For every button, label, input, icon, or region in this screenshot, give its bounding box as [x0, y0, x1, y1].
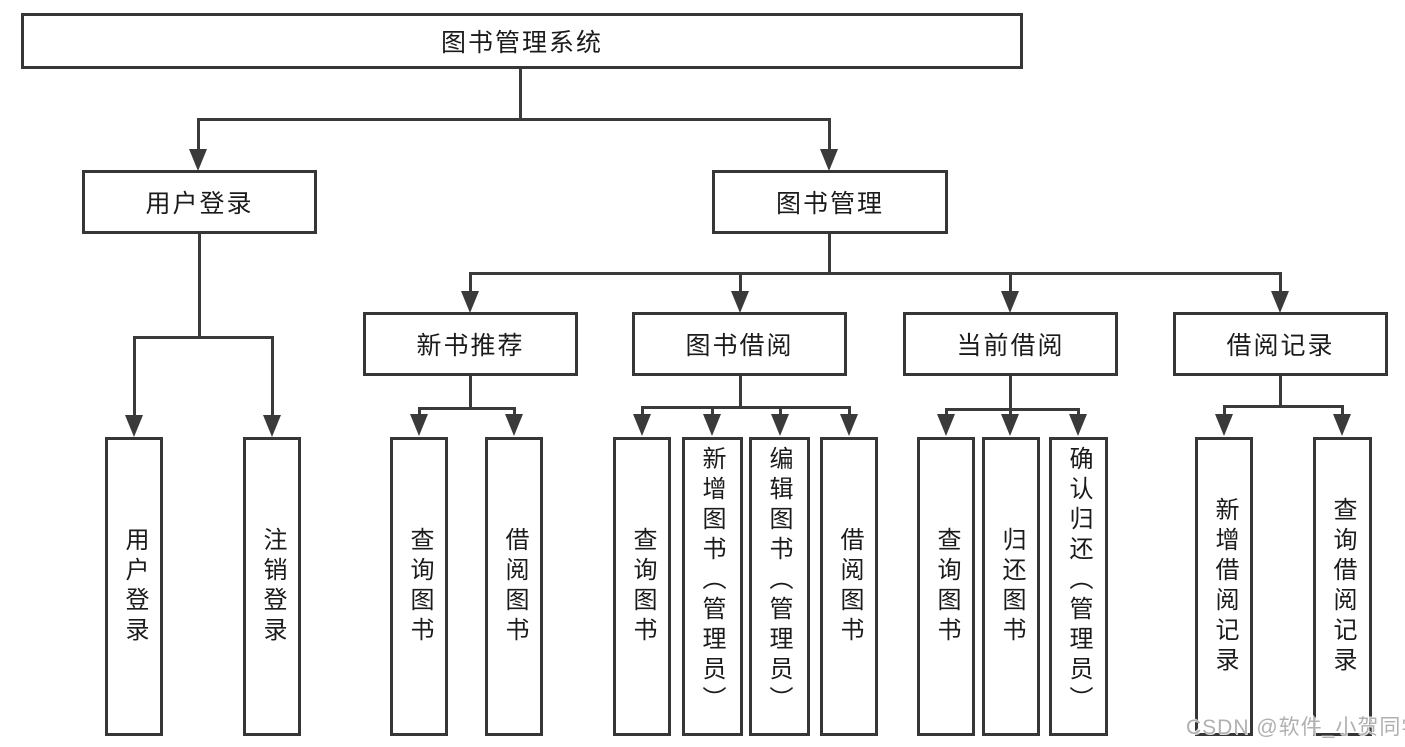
- edge-segment: [1077, 408, 1080, 417]
- edge-segment: [198, 234, 201, 336]
- edge-segment: [1009, 272, 1012, 292]
- arrowhead-down-icon: [505, 414, 523, 436]
- leaf-borrowing-query-books: 查询图书: [613, 437, 671, 736]
- node-root: 图书管理系统: [21, 13, 1023, 69]
- leaf-recommend-query-books: 查询图书: [390, 437, 448, 736]
- watermark: CSDN @软件_小贺同学: [1186, 716, 1405, 739]
- leaf-current-confirm-return-admin: 确认归还（管理员）: [1049, 437, 1108, 736]
- arrowhead-down-icon: [410, 414, 428, 436]
- edge-segment: [739, 376, 742, 406]
- edge-segment: [848, 406, 851, 417]
- edge-segment: [271, 336, 274, 416]
- edge-segment: [133, 336, 136, 416]
- arrowhead-down-icon: [189, 149, 207, 171]
- edge-segment: [469, 272, 1282, 275]
- leaf-borrowing-borrow-books: 借阅图书: [820, 437, 878, 736]
- edge-segment: [828, 118, 831, 150]
- leaf-current-query-books: 查询图书: [917, 437, 975, 736]
- edge-segment: [418, 407, 421, 417]
- edge-segment: [1341, 405, 1344, 417]
- edge-segment: [469, 376, 472, 407]
- node-current-borrowing: 当前借阅: [903, 312, 1118, 376]
- arrowhead-down-icon: [1069, 414, 1087, 436]
- arrowhead-down-icon: [771, 414, 789, 436]
- edge-segment: [641, 406, 850, 409]
- edge-segment: [1279, 272, 1282, 292]
- arrowhead-down-icon: [937, 414, 955, 436]
- arrowhead-down-icon: [125, 415, 143, 437]
- edge-segment: [1223, 405, 1226, 417]
- edge-segment: [1279, 376, 1282, 405]
- arrowhead-down-icon: [731, 291, 749, 313]
- leaf-logout: 注销登录: [243, 437, 301, 736]
- node-borrowing-records: 借阅记录: [1173, 312, 1388, 376]
- edge-segment: [945, 408, 948, 417]
- edge-segment: [945, 408, 1079, 411]
- arrowhead-down-icon: [1001, 414, 1019, 436]
- edge-segment: [418, 407, 516, 410]
- edge-segment: [641, 406, 644, 417]
- edge-segment: [197, 118, 831, 121]
- edge-segment: [739, 272, 742, 292]
- arrowhead-down-icon: [1271, 291, 1289, 313]
- edge-segment: [1009, 376, 1012, 408]
- edge-segment: [133, 336, 273, 339]
- leaf-records-add-record: 新增借阅记录: [1195, 437, 1253, 736]
- arrowhead-down-icon: [820, 149, 838, 171]
- arrowhead-down-icon: [703, 414, 721, 436]
- leaf-current-return-books: 归还图书: [982, 437, 1040, 736]
- node-book-management: 图书管理: [712, 170, 948, 234]
- edge-segment: [1009, 408, 1012, 417]
- edge-segment: [513, 407, 516, 417]
- leaf-borrowing-add-books-admin: 新增图书（管理员）: [682, 437, 743, 736]
- leaf-records-query-record: 查询借阅记录: [1313, 437, 1372, 736]
- arrowhead-down-icon: [840, 414, 858, 436]
- arrowhead-down-icon: [633, 414, 651, 436]
- edge-segment: [1223, 405, 1343, 408]
- edge-segment: [469, 272, 472, 292]
- edge-segment: [519, 69, 522, 118]
- arrowhead-down-icon: [461, 291, 479, 313]
- node-user-login: 用户登录: [82, 170, 317, 234]
- arrowhead-down-icon: [1215, 414, 1233, 436]
- leaf-recommend-borrow-books: 借阅图书: [485, 437, 543, 736]
- node-book-borrowing: 图书借阅: [632, 312, 847, 376]
- edge-segment: [779, 406, 782, 417]
- arrowhead-down-icon: [1001, 291, 1019, 313]
- edge-segment: [197, 118, 200, 150]
- leaf-user-login: 用户登录: [105, 437, 163, 736]
- arrowhead-down-icon: [1333, 414, 1351, 436]
- edge-segment: [828, 234, 831, 272]
- arrowhead-down-icon: [263, 415, 281, 437]
- node-new-book-recommendation: 新书推荐: [363, 312, 578, 376]
- edge-segment: [711, 406, 714, 417]
- leaf-borrowing-edit-books-admin: 编辑图书（管理员）: [749, 437, 810, 736]
